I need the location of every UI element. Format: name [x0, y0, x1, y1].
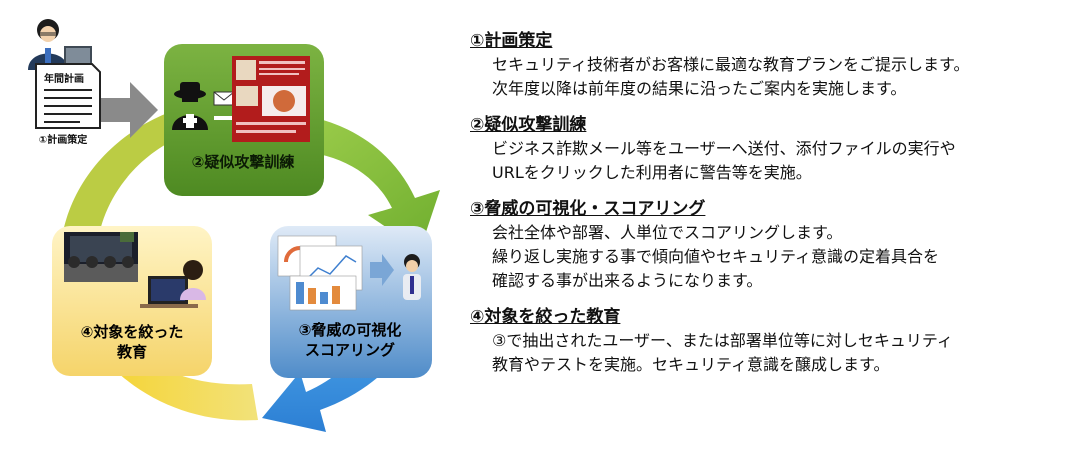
- step-text: ③で抽出されたユーザー、または部署単位等に対しセキュリティ: [492, 331, 953, 350]
- step-title: ④対象を絞った教育: [470, 307, 621, 327]
- step-text: URLをクリックした利用者に警告等を実施。: [492, 163, 812, 182]
- ransom-screen-icon: [232, 56, 310, 142]
- hacker-icon: [172, 82, 208, 130]
- step-text: ビジネス詐欺メール等をユーザーへ送付、添付ファイルの実行や: [492, 139, 956, 158]
- annual-plan-document-icon: [35, 63, 101, 129]
- step-visualization: ③脅威の可視化・スコアリング 会社全体や部署、人単位でスコアリングします。 繰り…: [470, 198, 1080, 293]
- step-text: セキュリティ技術者がお客様に最適な教育プランをご提示します。: [492, 55, 970, 74]
- planner-person-icon: [28, 19, 92, 70]
- step-text: 繰り返し実施する事で傾向値やセキュリティ意識の定着具合を: [492, 247, 940, 266]
- box-label-phishing-training: ②疑似攻撃訓練: [191, 153, 295, 171]
- step-title: ③脅威の可視化・スコアリング: [470, 199, 706, 219]
- security-cycle-diagram: 年間計画 ①計画策定 ②疑似攻撃訓練 ④対象を絞った 教育 ③脅威の可視化 スコ…: [0, 0, 460, 454]
- box-label-threat-visualization: ③脅威の可視化 スコアリング: [298, 321, 402, 359]
- step-plan: ①計画策定 セキュリティ技術者がお客様に最適な教育プランをご提示します。 次年度…: [470, 30, 1080, 101]
- steps-list: ①計画策定 セキュリティ技術者がお客様に最適な教育プランをご提示します。 次年度…: [470, 30, 1080, 390]
- dashboard-icon: [277, 235, 363, 311]
- step-text: 教育やテストを実施。セキュリティ意識を醸成します。: [492, 355, 890, 374]
- step-phishing: ②疑似攻撃訓練 ビジネス詐欺メール等をユーザーへ送付、添付ファイルの実行や UR…: [470, 114, 1080, 185]
- step-title: ②疑似攻撃訓練: [470, 115, 587, 135]
- step-text: 確認する事が出来るようになります。: [492, 271, 763, 290]
- cycle-graphic: [28, 19, 440, 432]
- arrow-right-icon: [370, 254, 394, 286]
- box-label-targeted-education: ④対象を絞った 教育: [80, 323, 184, 361]
- learner-pc-icon: [140, 260, 206, 308]
- classroom-icon: [64, 232, 138, 282]
- plan-caption: ①計画策定: [38, 135, 88, 146]
- plan-grey-arrow: [100, 82, 158, 138]
- annual-plan-label: 年間計画: [44, 74, 84, 85]
- step-text: 次年度以降は前年度の結果に沿ったご案内を実施します。: [492, 79, 907, 98]
- step-title: ①計画策定: [470, 31, 553, 51]
- step-education: ④対象を絞った教育 ③で抽出されたユーザー、または部署単位等に対しセキュリティ …: [470, 306, 1080, 377]
- user-icon: [403, 254, 421, 300]
- step-text: 会社全体や部署、人単位でスコアリングします。: [492, 223, 843, 242]
